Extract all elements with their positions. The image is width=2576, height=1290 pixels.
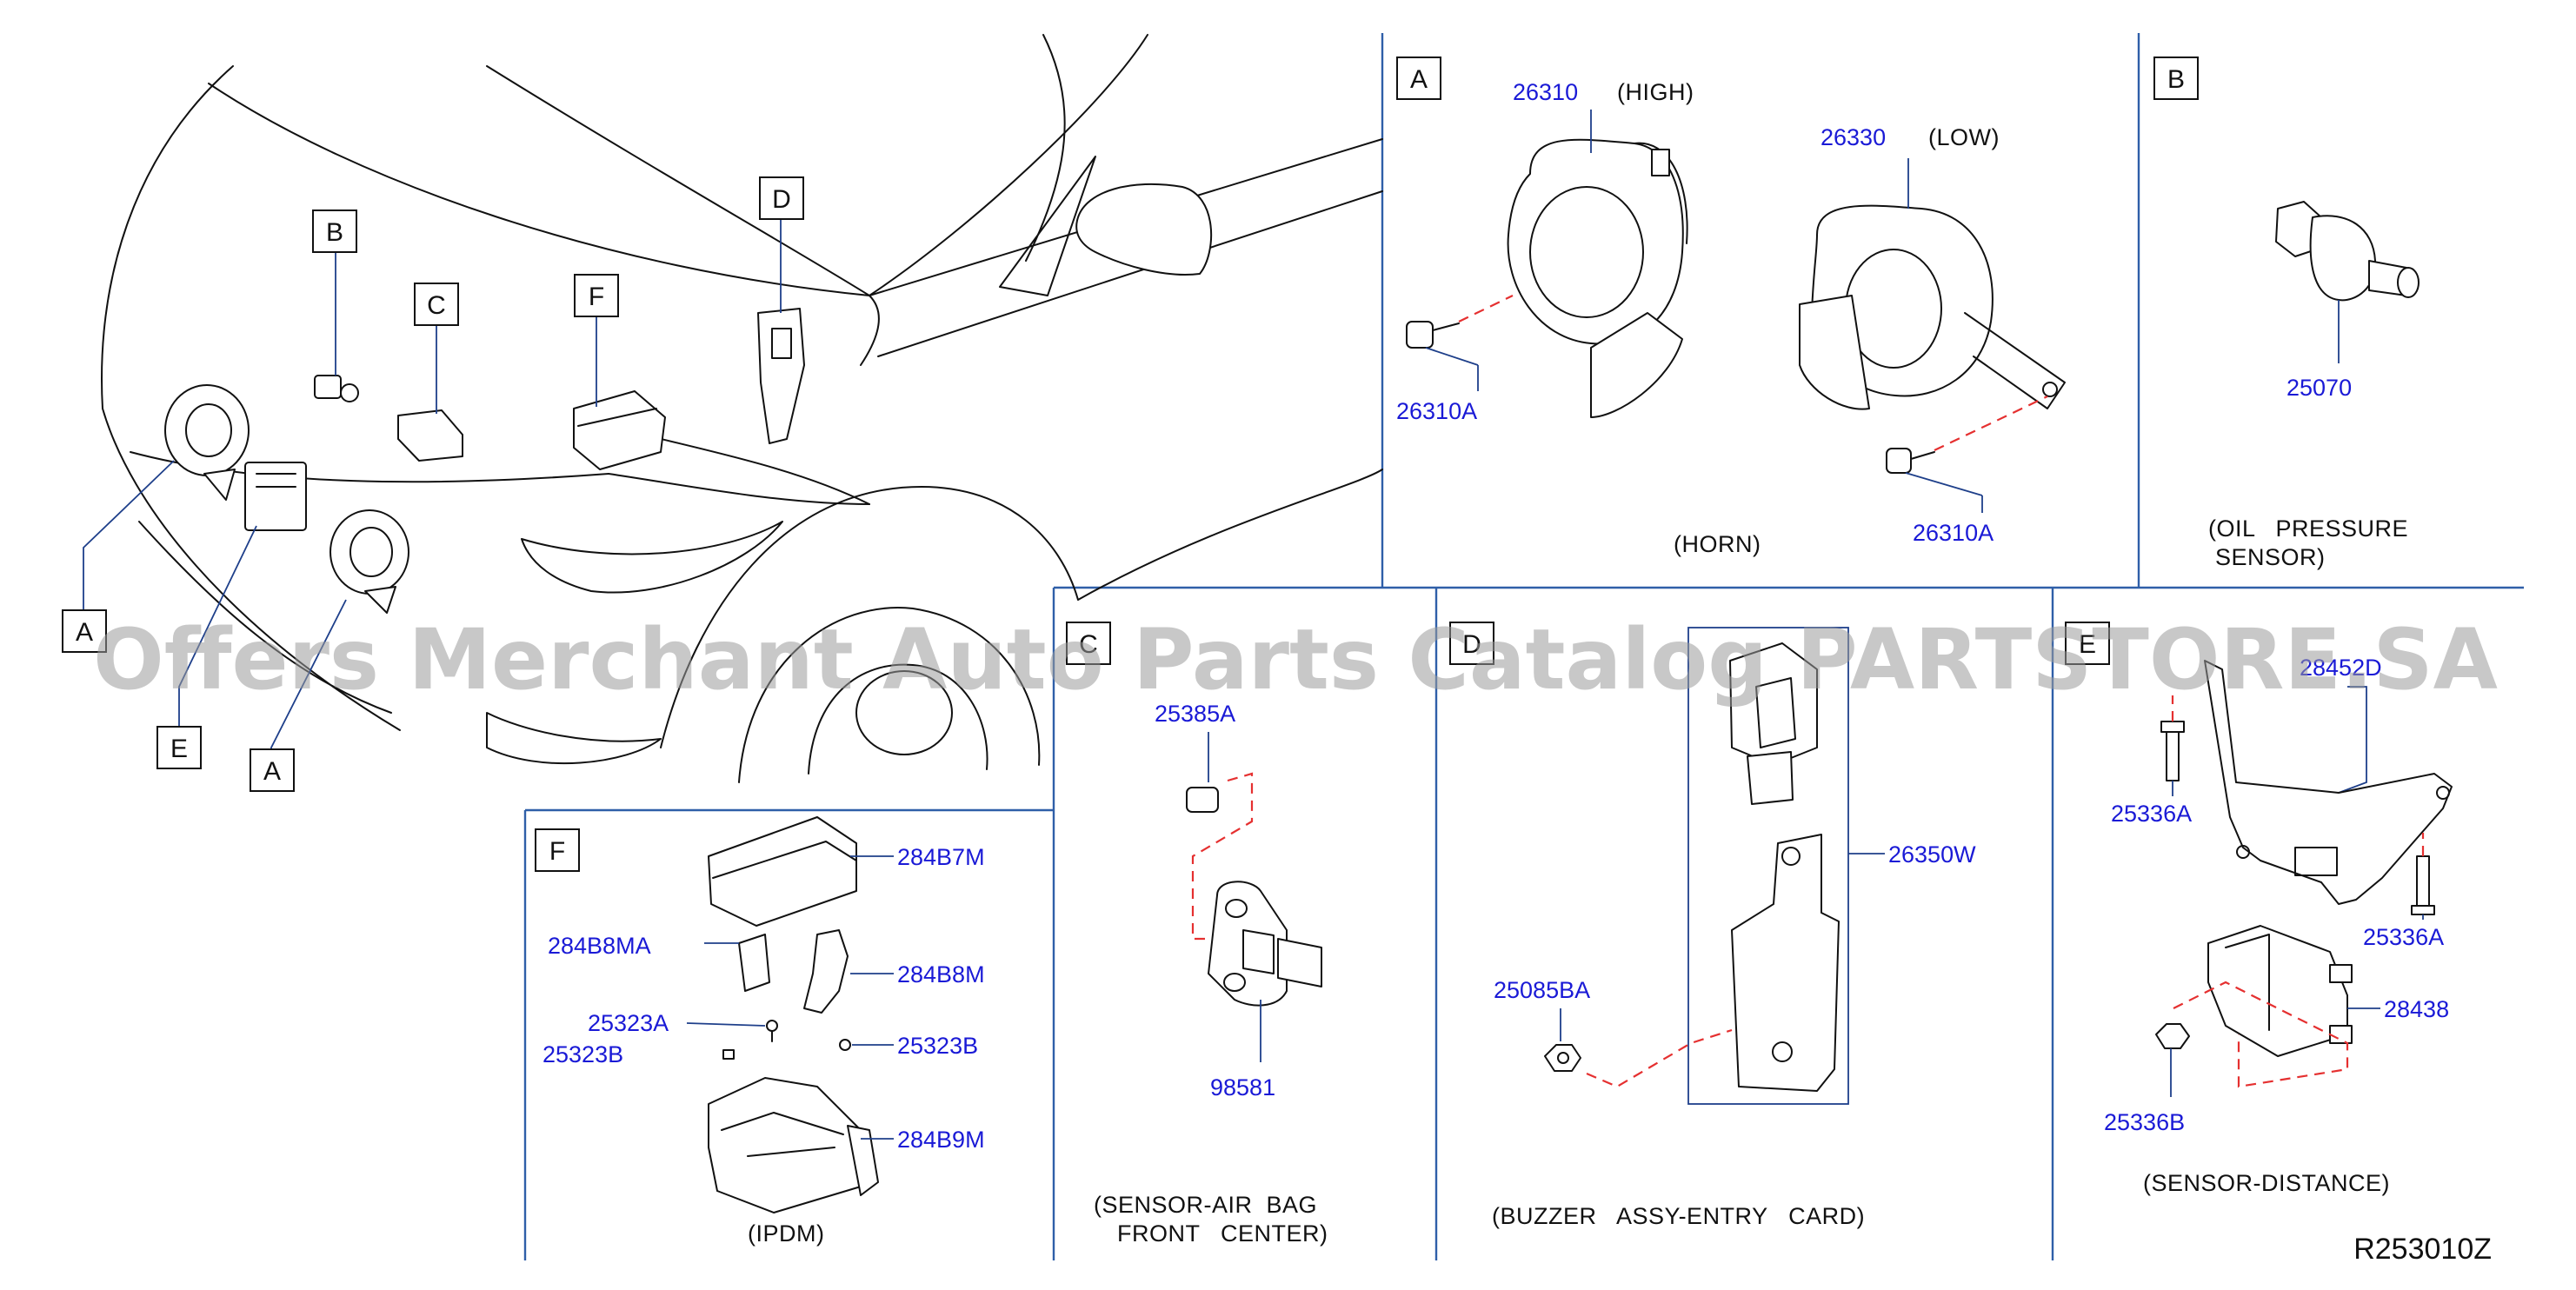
part-26310: 26310 bbox=[1513, 79, 1578, 105]
part-284b7m: 284B7M bbox=[897, 844, 985, 870]
callout-f: F bbox=[589, 283, 604, 311]
note-sensor: SENSOR) bbox=[2215, 544, 2326, 570]
section-d-label: D bbox=[1462, 630, 1481, 659]
note-low: (LOW) bbox=[1928, 124, 2000, 150]
note-ipdm: (IPDM) bbox=[748, 1220, 824, 1247]
callout-a-left: A bbox=[76, 618, 93, 647]
part-25336b-e: 25336B bbox=[2104, 1109, 2185, 1135]
section-b-label: B bbox=[2167, 65, 2185, 94]
note-front-center: FRONT CENTER) bbox=[1117, 1220, 1328, 1247]
part-98581: 98581 bbox=[1210, 1074, 1275, 1100]
section-d-buzzer: D 26350W 25085BA (BUZZER ASSY-ENTRY CARD… bbox=[1449, 622, 1976, 1229]
part-25085ba: 25085BA bbox=[1494, 977, 1590, 1003]
overview-callouts: B C F D A E A bbox=[62, 176, 804, 792]
part-26310a-high: 26310A bbox=[1396, 398, 1477, 424]
section-f-ipdm: F 284B7M 284B8MA 284B8M 25323A 25323B 25… bbox=[535, 816, 985, 1247]
car-overview-illustration bbox=[101, 34, 1383, 783]
part-25385a: 25385A bbox=[1155, 701, 1235, 727]
part-25323b-right: 25323B bbox=[897, 1033, 978, 1059]
note-high: (HIGH) bbox=[1617, 79, 1694, 105]
part-26310a-low: 26310A bbox=[1913, 520, 1994, 546]
part-25070: 25070 bbox=[2286, 375, 2352, 401]
part-26350w: 26350W bbox=[1888, 841, 1976, 868]
note-buzzer-assy: (BUZZER ASSY-ENTRY CARD) bbox=[1492, 1203, 1865, 1229]
watermark-text: Offers Merchant Auto Parts Catalog PARTS… bbox=[93, 611, 2498, 708]
part-26330: 26330 bbox=[1821, 124, 1886, 150]
section-f-label: F bbox=[549, 837, 565, 866]
section-dividers bbox=[523, 33, 2524, 1260]
note-oil-pressure: (OIL PRESSURE bbox=[2208, 515, 2408, 542]
section-a-label: A bbox=[1410, 65, 1428, 94]
section-c-label: C bbox=[1079, 630, 1098, 659]
callout-d: D bbox=[772, 185, 791, 214]
section-a-horn: A 26310 (HIGH) 26310A 26330 (LOW) 26310A… bbox=[1396, 57, 2066, 557]
note-sensor-airbag: (SENSOR-AIR BAG bbox=[1094, 1192, 1317, 1218]
callout-c: C bbox=[427, 291, 446, 320]
callout-b: B bbox=[326, 218, 343, 247]
overview-part-icons bbox=[164, 308, 805, 614]
part-284b8ma: 284B8MA bbox=[548, 933, 651, 959]
section-b-oil-pressure-sensor: B 25070 (OIL PRESSURE SENSOR) bbox=[2153, 57, 2420, 570]
note-sensor-distance: (SENSOR-DISTANCE) bbox=[2143, 1170, 2390, 1196]
note-horn: (HORN) bbox=[1674, 531, 1761, 557]
callout-a-right: A bbox=[263, 757, 281, 786]
section-e-distance-sensor: E 28452D 25336A 25336A 28438 25336B (SEN… bbox=[2065, 622, 2453, 1196]
part-25336a-right: 25336A bbox=[2363, 924, 2444, 950]
part-28438: 28438 bbox=[2384, 996, 2449, 1022]
part-25323b-left: 25323B bbox=[542, 1041, 623, 1067]
callout-e: E bbox=[170, 735, 188, 763]
part-28452d: 28452D bbox=[2300, 655, 2382, 681]
diagram-ref-code: R253010Z bbox=[2353, 1233, 2492, 1266]
section-c-airbag-sensor: C 25385A 98581 (SENSOR-AIR BAG FRONT CEN… bbox=[1066, 622, 1328, 1247]
part-25336a-left: 25336A bbox=[2111, 801, 2192, 827]
part-25323a: 25323A bbox=[588, 1010, 669, 1036]
part-284b8m: 284B8M bbox=[897, 961, 985, 987]
section-e-label: E bbox=[2079, 630, 2096, 659]
part-284b9m: 284B9M bbox=[897, 1127, 985, 1153]
